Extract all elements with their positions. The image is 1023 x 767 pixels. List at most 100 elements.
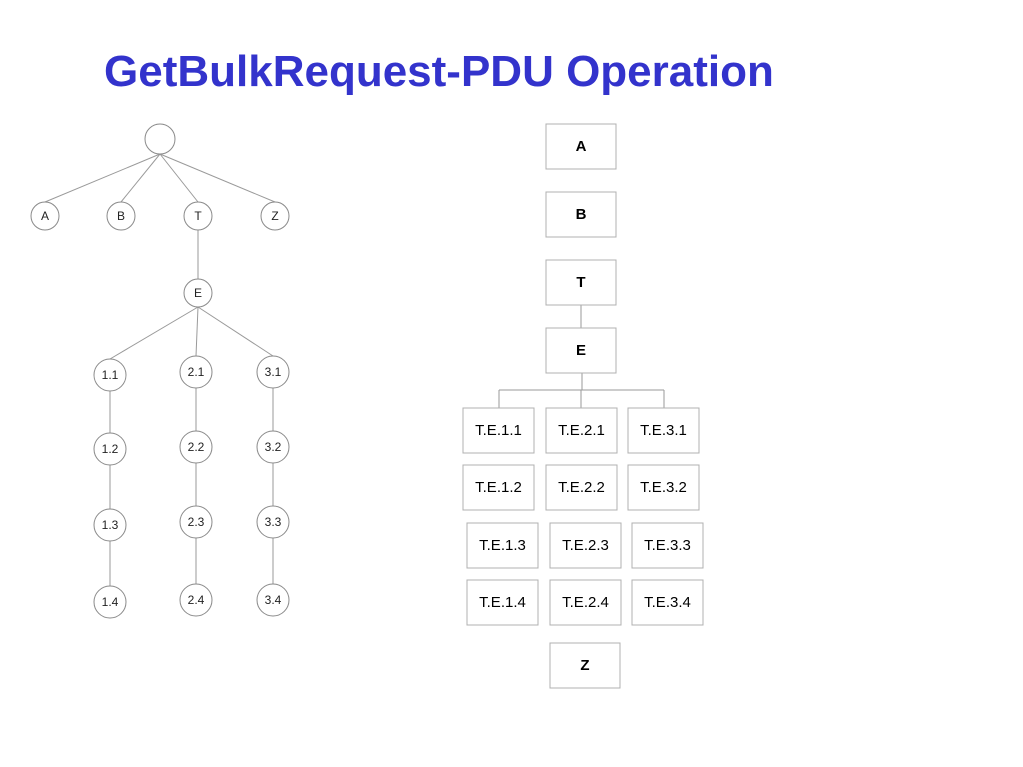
tree-node-2-3-circle <box>179 505 213 539</box>
seq-box-t-e-2-2: T.E.2.2 <box>545 464 618 511</box>
seq-box-b-rect <box>545 191 617 238</box>
tree-node-3-3-circle <box>256 505 290 539</box>
seq-box-t-e-1-4-rect <box>466 579 539 626</box>
tree-node-a-label: A <box>41 209 49 223</box>
seq-box-t-e-3-1-label: T.E.3.1 <box>640 422 687 439</box>
seq-box-t-e-3-3-rect <box>631 522 704 569</box>
tree-node-3-2-label: 3.2 <box>265 440 282 454</box>
seq-box-t-e-1-2-rect <box>462 464 535 511</box>
seq-box-t-e-1-3-label: T.E.1.3 <box>479 537 526 554</box>
tree-node-1-2-label: 1.2 <box>102 442 119 456</box>
tree-node-a: A <box>30 201 60 231</box>
tree-node-z-label: Z <box>271 209 278 223</box>
seq-box-t-e-3-3: T.E.3.3 <box>631 522 704 569</box>
seq-box-t-e-1-2-label: T.E.1.2 <box>475 479 522 496</box>
edge-root-a <box>44 153 161 203</box>
edge-e-2-1 <box>195 306 199 357</box>
tree-node-2-1: 2.1 <box>179 355 213 389</box>
seq-box-t-e-2-1-label: T.E.2.1 <box>558 422 605 439</box>
seq-box-b-label: B <box>576 206 587 223</box>
seq-box-t-e-3-1-rect <box>627 407 700 454</box>
seq-box-t-e-3-1: T.E.3.1 <box>627 407 700 454</box>
seq-box-t-e-2-1: T.E.2.1 <box>545 407 618 454</box>
seq-box-t-rect <box>545 259 617 306</box>
seq-box-t-e-1-4-label: T.E.1.4 <box>479 594 526 611</box>
tree-node-1-2-circle <box>93 432 127 466</box>
seq-box-t-e-1-1-label: T.E.1.1 <box>475 422 522 439</box>
tree-node-3-1: 3.1 <box>256 355 290 389</box>
seq-box-t-e-2-4-rect <box>549 579 622 626</box>
tree-node-2-2-circle <box>179 430 213 464</box>
tree-node-2-2-label: 2.2 <box>188 440 205 454</box>
seq-box-t: T <box>545 259 617 306</box>
tree-node-1-4-circle <box>93 585 127 619</box>
tree-node-e: E <box>183 278 213 308</box>
tree-node-2-3-label: 2.3 <box>188 515 205 529</box>
tree-node-2-4: 2.4 <box>179 583 213 617</box>
edge-root-b <box>120 153 161 203</box>
tree-node-3-3-label: 3.3 <box>265 515 282 529</box>
tree-node-1-1-circle <box>93 358 127 392</box>
seq-box-t-e-3-2: T.E.3.2 <box>627 464 700 511</box>
seq-box-t-e-3-4: T.E.3.4 <box>631 579 704 626</box>
tree-root-node <box>144 123 176 155</box>
tree-nodes: A B T Z E 1.1 1.2 1.3 1.4 2.1 2.2 2.3 2.4 3.1 3.2 3.3 3.… <box>30 123 290 619</box>
seq-box-t-e-3-2-label: T.E.3.2 <box>640 479 687 496</box>
tree-node-3-1-label: 3.1 <box>265 365 282 379</box>
seq-box-t-e-2-3-rect <box>549 522 622 569</box>
seq-box-e: E <box>545 327 617 374</box>
sequence-edges <box>498 305 665 408</box>
seq-box-a: A <box>545 123 617 170</box>
tree-node-e-circle <box>183 278 213 308</box>
tree-node-1-4-label: 1.4 <box>102 595 119 609</box>
edge-root-z <box>159 153 276 203</box>
seq-box-t-e-1-2: T.E.1.2 <box>462 464 535 511</box>
tree-node-1-4: 1.4 <box>93 585 127 619</box>
tree-node-z-circle <box>260 201 290 231</box>
tree-root-node-circle <box>144 123 176 155</box>
tree-node-2-1-label: 2.1 <box>188 365 205 379</box>
seq-box-t-e-1-1-rect <box>462 407 535 454</box>
tree-node-3-4-label: 3.4 <box>265 593 282 607</box>
tree-node-3-1-circle <box>256 355 290 389</box>
tree-node-3-2: 3.2 <box>256 430 290 464</box>
seq-box-z-label: Z <box>580 657 589 674</box>
tree-node-2-4-circle <box>179 583 213 617</box>
seq-box-e-rect <box>545 327 617 374</box>
seq-box-z-rect <box>549 642 621 689</box>
tree-node-t-circle <box>183 201 213 231</box>
edge-e-1-1 <box>109 306 199 360</box>
tree-node-1-3: 1.3 <box>93 508 127 542</box>
tree-node-b-label: B <box>117 209 125 223</box>
seq-box-a-rect <box>545 123 617 170</box>
tree-node-2-3: 2.3 <box>179 505 213 539</box>
seq-box-t-e-1-3: T.E.1.3 <box>466 522 539 569</box>
tree-node-1-3-circle <box>93 508 127 542</box>
seq-box-a-label: A <box>576 138 587 155</box>
seq-box-t-e-3-2-rect <box>627 464 700 511</box>
seq-box-t-label: T <box>576 274 585 291</box>
tree-node-3-2-circle <box>256 430 290 464</box>
tree-node-t-label: T <box>194 209 202 223</box>
tree-node-1-1-label: 1.1 <box>102 368 119 382</box>
tree-node-2-2: 2.2 <box>179 430 213 464</box>
tree-node-e-label: E <box>194 286 202 300</box>
tree-node-b: B <box>106 201 136 231</box>
tree-node-2-4-label: 2.4 <box>188 593 205 607</box>
seq-box-t-e-1-1: T.E.1.1 <box>462 407 535 454</box>
seq-box-t-e-1-4: T.E.1.4 <box>466 579 539 626</box>
seq-box-b: B <box>545 191 617 238</box>
seq-box-t-e-1-3-rect <box>466 522 539 569</box>
tree-node-t: T <box>183 201 213 231</box>
seq-box-t-e-2-3: T.E.2.3 <box>549 522 622 569</box>
tree-node-1-2: 1.2 <box>93 432 127 466</box>
edge-root-t <box>159 153 199 203</box>
tree-edges <box>44 153 276 586</box>
seq-box-e-label: E <box>576 342 586 359</box>
tree-node-3-4: 3.4 <box>256 583 290 617</box>
tree-node-1-3-label: 1.3 <box>102 518 119 532</box>
seq-box-z: Z <box>549 642 621 689</box>
seq-box-t-e-2-1-rect <box>545 407 618 454</box>
tree-node-3-3: 3.3 <box>256 505 290 539</box>
